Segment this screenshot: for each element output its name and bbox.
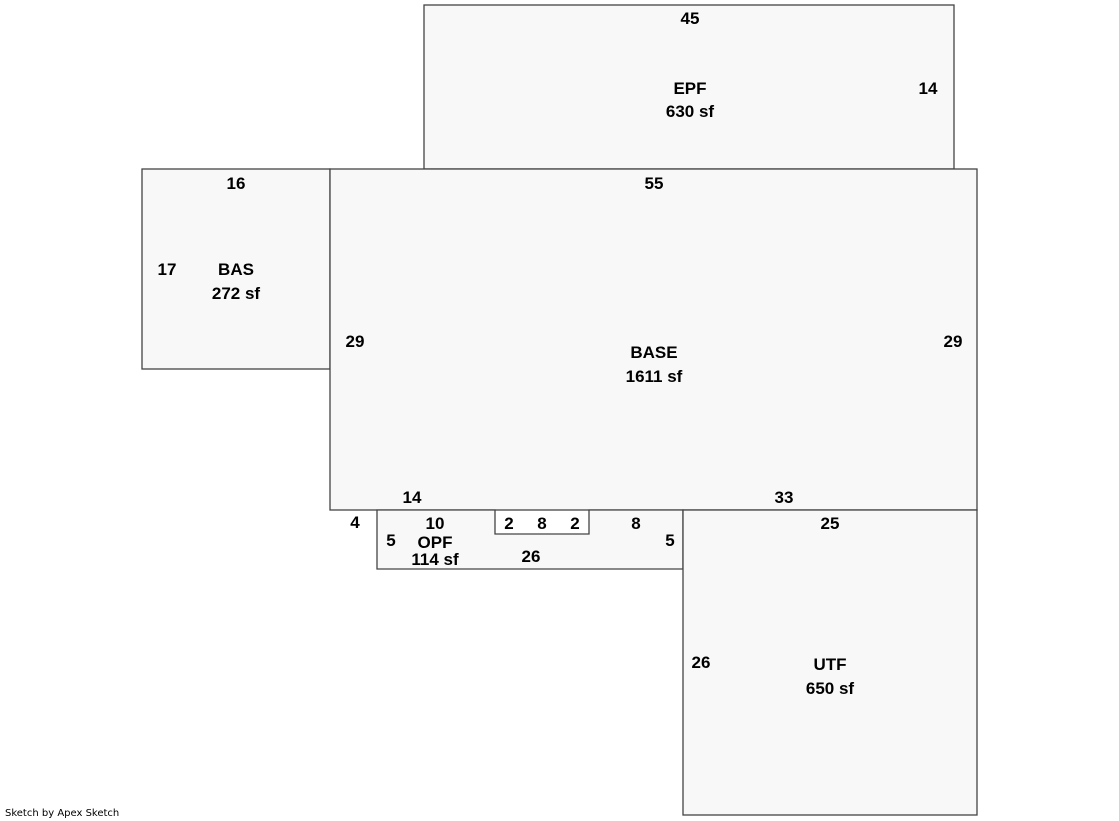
- base-dim-top: 55: [645, 174, 664, 193]
- epf-dim-right: 14: [919, 79, 938, 98]
- base-dim-left: 29: [346, 332, 365, 351]
- utf-dim-left: 26: [692, 653, 711, 672]
- base-area: 1611 sf: [626, 367, 683, 386]
- opf-dim-right: 5: [665, 531, 674, 550]
- area-base: [329, 168, 978, 511]
- sketch-credit: Sketch by Apex Sketch: [5, 808, 120, 819]
- opf-dim-bottom: 26: [522, 547, 541, 566]
- opf-dim-notch-left: 2: [504, 514, 513, 533]
- opf-dim-notch: 8: [537, 514, 546, 533]
- bas-name: BAS: [218, 260, 254, 279]
- epf-name: EPF: [673, 79, 706, 98]
- epf-area: 630 sf: [666, 102, 715, 121]
- utf-area: 650 sf: [806, 679, 855, 698]
- base-dim-right: 29: [944, 332, 963, 351]
- bas-dim-top: 16: [227, 174, 246, 193]
- bas-area: 272 sf: [212, 284, 261, 303]
- utf-name: UTF: [813, 655, 846, 674]
- base-dim-bottom-right: 33: [775, 488, 794, 507]
- opf-dim-top-right: 8: [631, 514, 640, 533]
- opf-dim-top-left: 10: [426, 514, 445, 533]
- opf-area: 114 sf: [411, 550, 459, 569]
- area-opf: [376, 509, 684, 570]
- opf-name: OPF: [418, 533, 453, 552]
- base-dim-bottom-left: 14: [403, 488, 422, 507]
- epf-dim-top: 45: [681, 9, 700, 28]
- opf-dim-offset: 4: [350, 513, 360, 532]
- area-bas: [141, 168, 331, 370]
- bas-dim-left: 17: [158, 260, 177, 279]
- area-utf: [682, 509, 978, 816]
- base-name: BASE: [630, 343, 677, 362]
- area-epf: [423, 4, 955, 170]
- utf-dim-top: 25: [821, 514, 840, 533]
- opf-dim-notch-right: 2: [570, 514, 579, 533]
- opf-dim-left: 5: [386, 531, 395, 550]
